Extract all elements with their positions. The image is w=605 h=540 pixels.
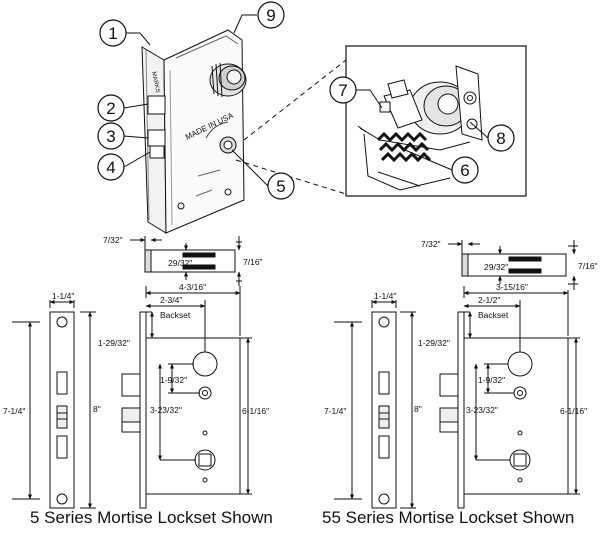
left-side-faceplate xyxy=(139,311,147,509)
left-case-depth: 4-3/16" xyxy=(179,282,206,292)
latch-bolt-block xyxy=(147,95,166,115)
left-front-height: 8" xyxy=(93,404,101,414)
left-caption: 5 Series Mortise Lockset Shown xyxy=(30,508,273,527)
exploded-lock-view xyxy=(141,29,247,234)
left-latch-height: 7/16" xyxy=(243,257,263,267)
right-latch-length: 29/32" xyxy=(484,262,508,272)
left-backset-label: Backset xyxy=(160,310,191,320)
right-cyl-offset: 1-29/32" xyxy=(418,338,450,348)
svg-text:5: 5 xyxy=(276,177,285,196)
right-faceplate-width: 1-1/4" xyxy=(374,291,396,301)
right-backset-label: Backset xyxy=(478,310,509,320)
left-cyl-offset: 1-29/32" xyxy=(98,338,130,348)
left-case-height: 6-1/16" xyxy=(242,406,269,416)
left-latch-length: 29/32" xyxy=(168,258,192,268)
left-faceplate-width: 1-1/4" xyxy=(52,291,74,301)
callout-4: 4 xyxy=(97,153,125,181)
svg-text:1: 1 xyxy=(108,24,117,43)
svg-text:4: 4 xyxy=(106,158,115,177)
callout-5: 5 xyxy=(267,172,295,200)
callout-9: 9 xyxy=(257,1,285,29)
left-top-offset: 7/32" xyxy=(103,235,123,245)
callout-8: 8 xyxy=(487,124,515,152)
right-case-depth: 3-15/16" xyxy=(496,282,528,292)
right-case-height: 6-1/16" xyxy=(560,406,587,416)
lock-cylinder xyxy=(209,62,247,98)
svg-text:2: 2 xyxy=(106,99,115,118)
svg-text:6: 6 xyxy=(460,161,469,180)
left-spindle-offset: 1-9/32" xyxy=(160,375,187,385)
callout-6: 6 xyxy=(451,156,479,184)
callout-3: 3 xyxy=(97,122,125,150)
right-plate-height: 7-1/4" xyxy=(324,406,346,416)
right-side-faceplate xyxy=(457,311,465,509)
right-backset: 2-1/2" xyxy=(478,295,500,305)
deadlatch-block xyxy=(147,129,166,147)
left-plate-height: 7-1/4" xyxy=(3,406,25,416)
left-dimension-drawing: 7/32" 29/32" 7/16" 1-1/4" 4-3/16" 2-3/4"… xyxy=(3,235,269,509)
right-spindle-offset: 1-9/32" xyxy=(478,375,505,385)
right-front-height: 8" xyxy=(414,404,422,414)
right-caption: 55 Series Mortise Lockset Shown xyxy=(322,508,575,527)
right-top-offset: 7/32" xyxy=(421,239,441,249)
detail-inset xyxy=(345,45,527,197)
callout-1: 1 xyxy=(99,19,127,47)
spindle-hub xyxy=(205,121,237,154)
right-dimension-drawing: 7/32" 29/32" 7/16" 1-1/4" 3-15/16" 2-1/2… xyxy=(324,239,598,509)
callout-leaders xyxy=(123,14,489,187)
zoom-leader-top xyxy=(243,59,347,141)
svg-text:9: 9 xyxy=(266,6,275,25)
right-lower-offset: 3-23/32" xyxy=(466,405,498,415)
spring-stack xyxy=(376,131,432,163)
faceplate-marking: MARKS xyxy=(150,71,160,93)
callout-7: 7 xyxy=(329,76,357,104)
callout-2: 2 xyxy=(97,94,125,122)
right-lock-case xyxy=(463,337,569,495)
svg-text:7: 7 xyxy=(338,81,347,100)
svg-text:8: 8 xyxy=(496,129,505,148)
left-lower-offset: 3-23/32" xyxy=(150,405,182,415)
right-latch-height: 7/16" xyxy=(578,261,598,271)
svg-text:3: 3 xyxy=(106,127,115,146)
left-backset: 2-3/4" xyxy=(160,295,182,305)
